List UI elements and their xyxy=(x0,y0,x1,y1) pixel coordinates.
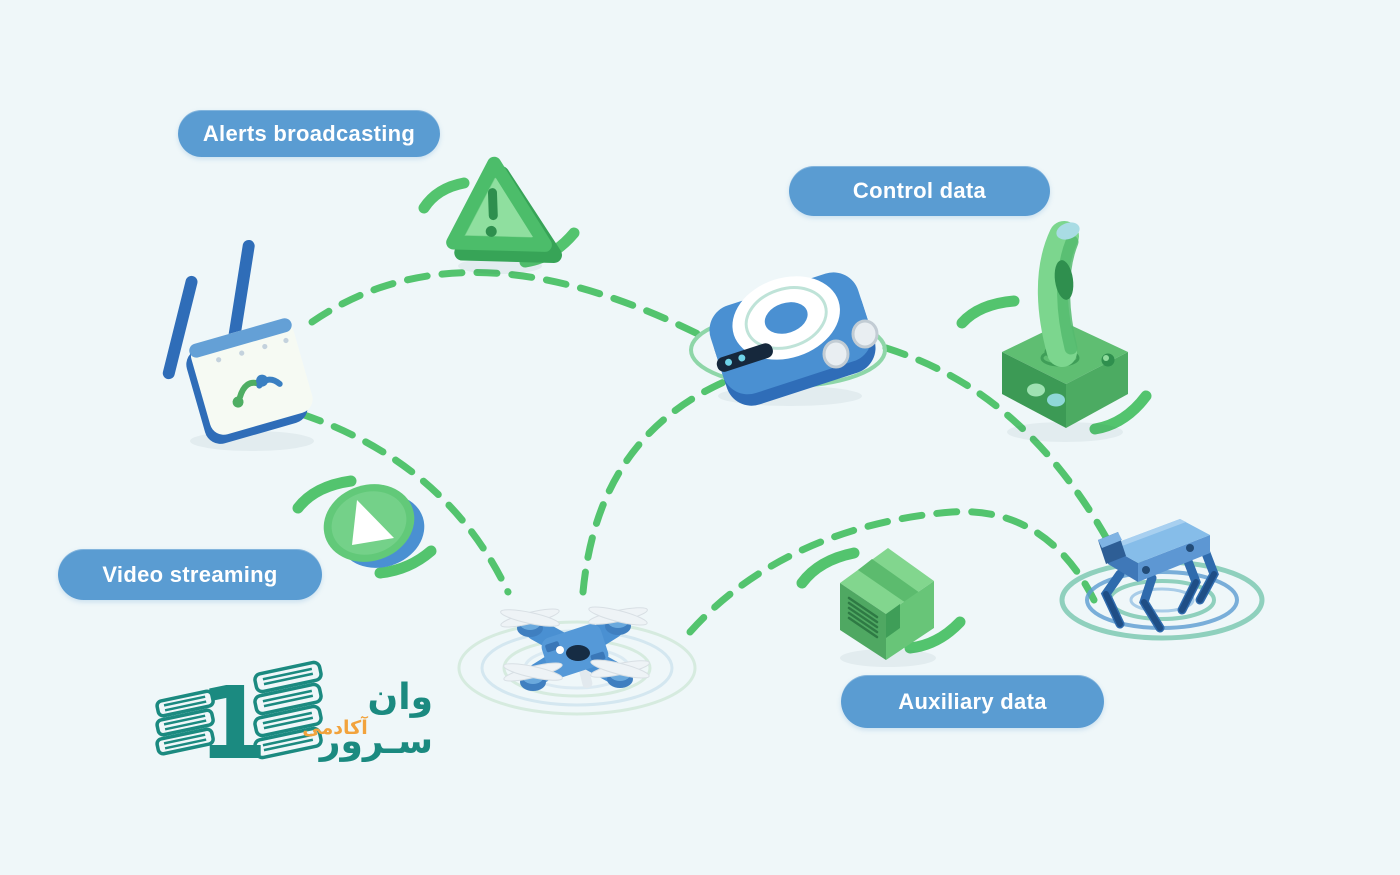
parcel-box-icon xyxy=(840,548,934,660)
wifi-router-icon xyxy=(162,239,313,444)
arc-router-rover xyxy=(308,269,702,338)
quadcopter-drone-icon xyxy=(500,606,650,691)
logo-title: وان سـرور xyxy=(319,677,433,762)
joystick-icon xyxy=(1002,221,1128,428)
label-auxiliary-data: Auxiliary data xyxy=(841,675,1104,728)
warning-triangle-icon xyxy=(446,156,563,263)
shadows xyxy=(190,258,1123,667)
robot-dog-icon xyxy=(1098,519,1219,633)
label-control-data: Control data xyxy=(789,166,1050,216)
arc-router-drone xyxy=(264,400,512,596)
arc-rover-robotdog xyxy=(882,344,1116,552)
logo-subtitle: آکادمی xyxy=(302,717,368,739)
logo-mark: 1 xyxy=(155,660,323,782)
arc-drone-rover xyxy=(579,374,737,596)
rover-robot-icon xyxy=(709,272,879,406)
label-alerts-broadcasting: Alerts broadcasting xyxy=(178,110,440,157)
signal-swooshes xyxy=(292,177,1152,654)
label-video-streaming: Video streaming xyxy=(58,549,322,600)
connection-arcs xyxy=(264,269,1116,636)
arc-drone-robotdog xyxy=(686,508,1098,636)
play-button-icon xyxy=(323,484,425,568)
